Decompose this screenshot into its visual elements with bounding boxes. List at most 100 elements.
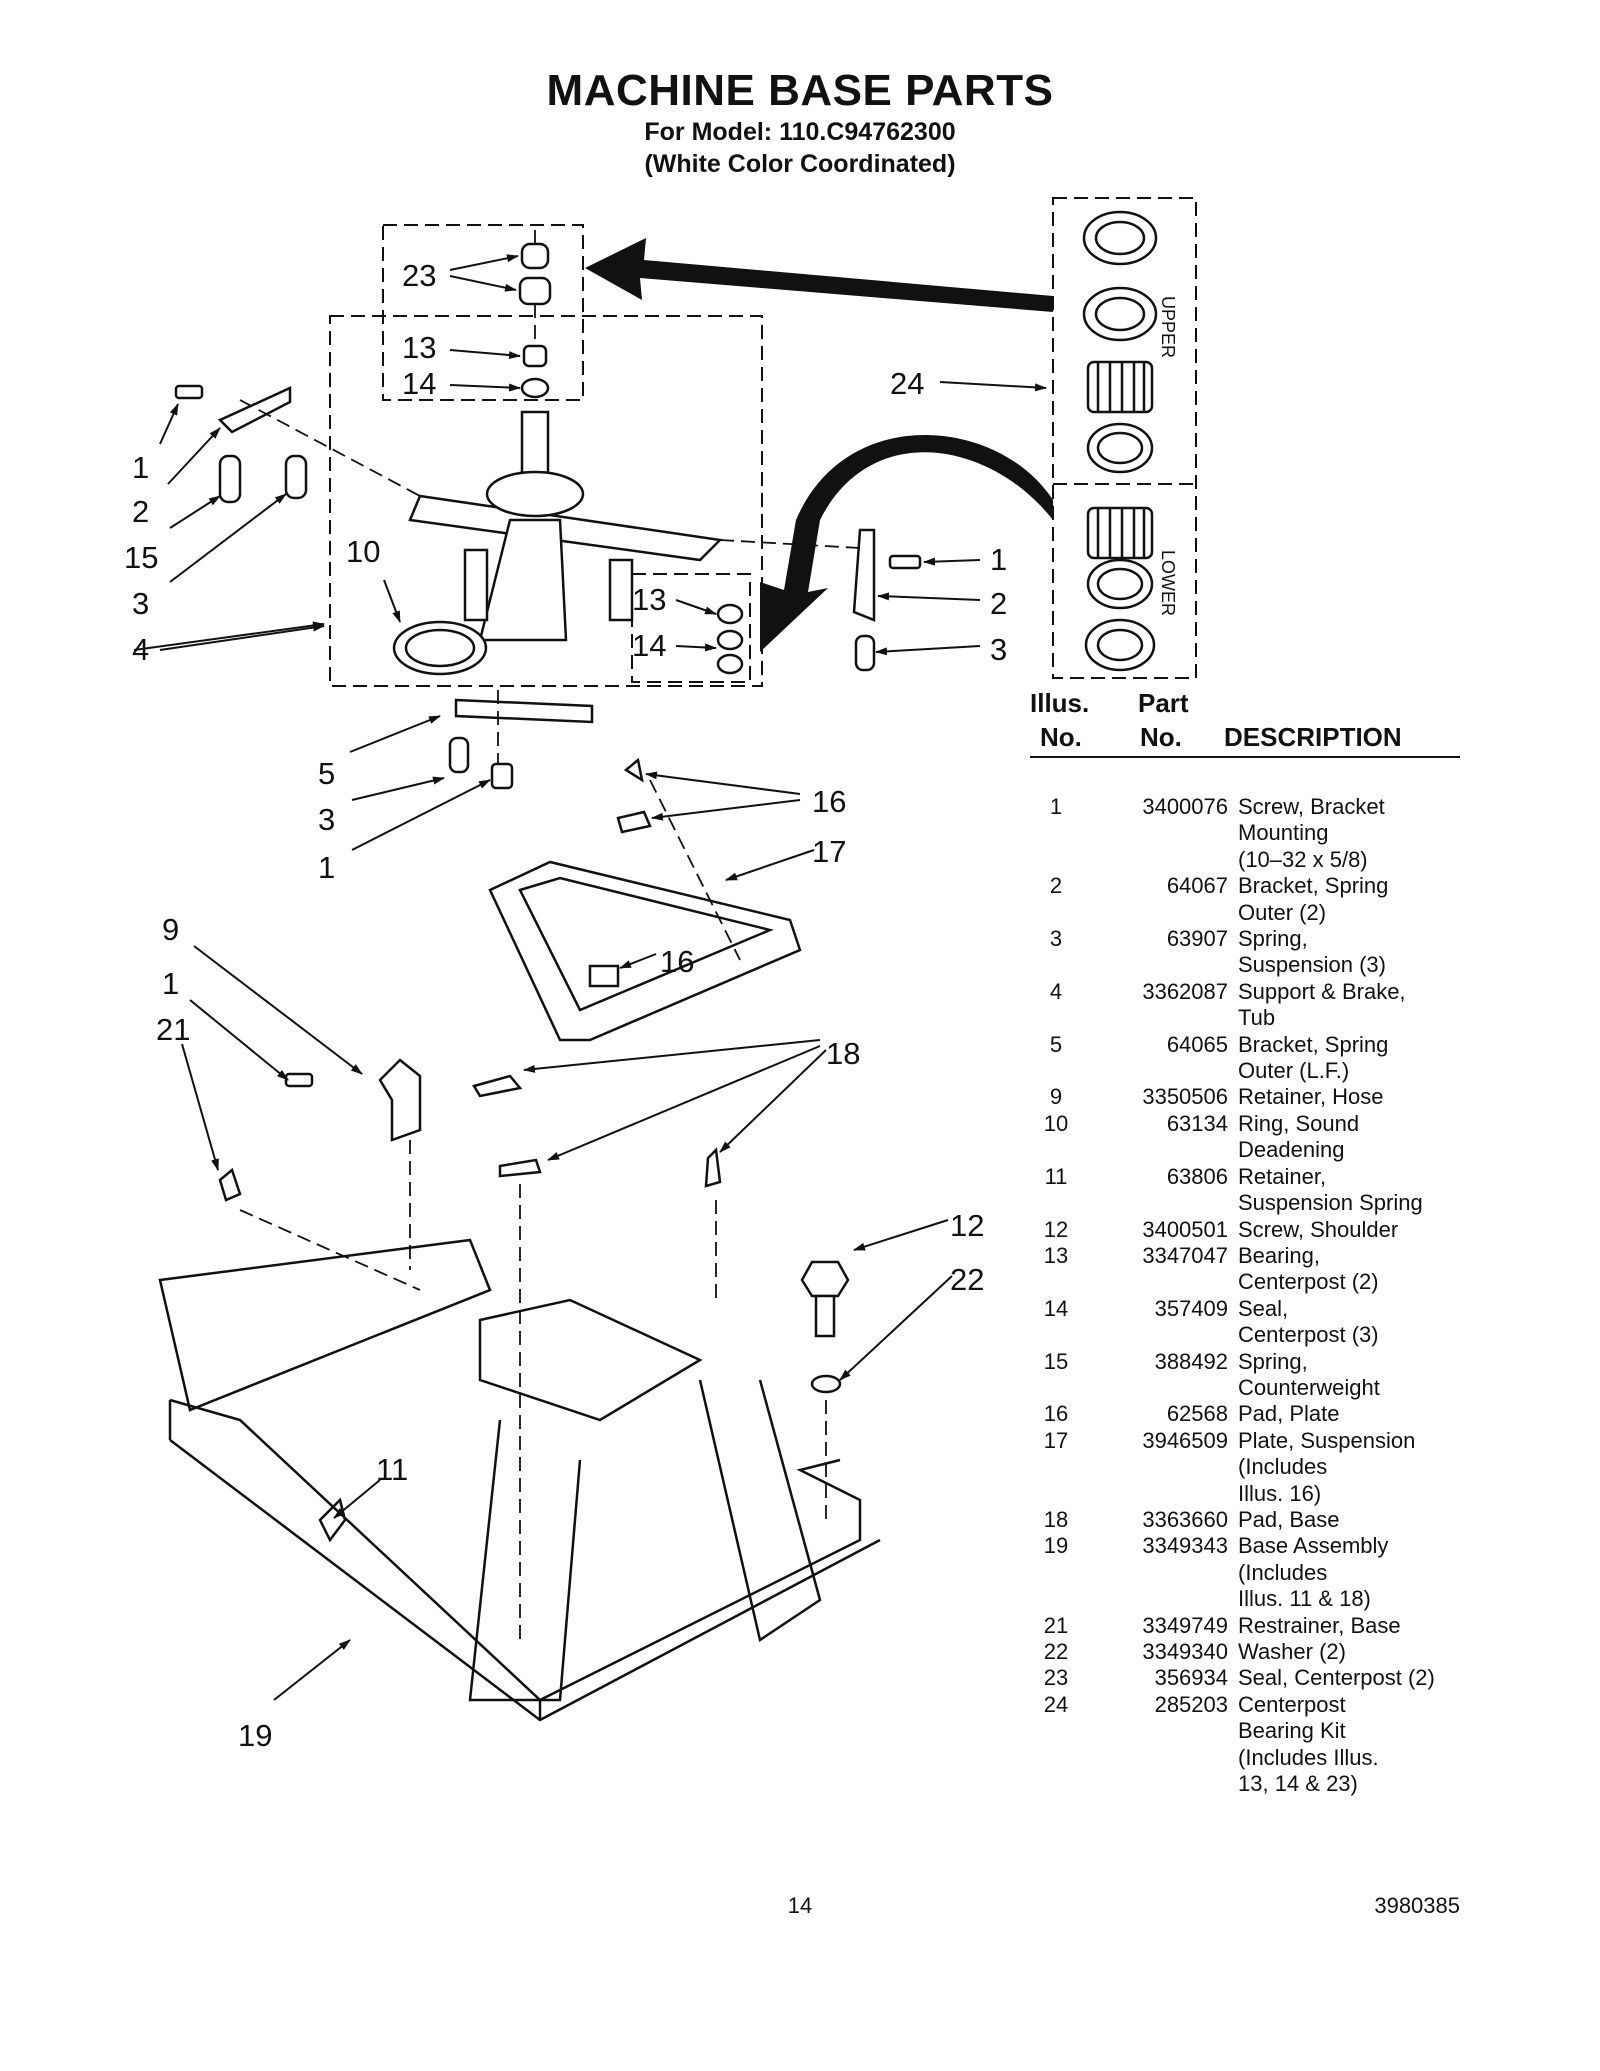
table-row: 4 3362087 Support & Brake, Tub <box>1030 979 1460 1032</box>
callout-9: 9 <box>162 912 179 947</box>
table-row: 5 64065 Bracket, Spring Outer (L.F.) <box>1030 1032 1460 1085</box>
callout-23: 23 <box>402 258 436 293</box>
illus-number: 18 <box>1043 1506 1069 1532</box>
header-part-2: No. <box>1140 722 1182 752</box>
table-row: 24 285203 Centerpost Bearing Kit (Includes… <box>1030 1692 1460 1798</box>
illus-number: 24 <box>1043 1691 1069 1717</box>
table-header: Illus. No. Part No. DESCRIPTION <box>1030 688 1460 758</box>
illus-number: 21 <box>1043 1612 1069 1638</box>
part-description: Centerpost Bearing Kit (Includes Illus. … <box>1238 1691 1379 1797</box>
illus-number: 15 <box>1043 1348 1069 1374</box>
illus-number: 22 <box>1043 1639 1069 1664</box>
part-description: Retainer, Hose <box>1238 1084 1384 1110</box>
part-description: Spring, Counterweight <box>1238 1348 1380 1400</box>
alignment-lines <box>239 230 861 1640</box>
header-illus-2: No. <box>1040 722 1082 752</box>
callout-1-mid: 1 <box>318 850 335 885</box>
part-number: 3400501 <box>1142 1216 1228 1242</box>
callout-19: 19 <box>238 1718 272 1753</box>
part-number: 3363660 <box>1142 1506 1228 1532</box>
suspension-plate <box>488 757 802 1042</box>
part-description: Screw, Shoulder <box>1238 1216 1399 1242</box>
part-number: 3349343 <box>1142 1533 1228 1559</box>
part-description: Ring, Sound Deadening <box>1238 1110 1360 1163</box>
table-row: 11 63806 Retainer, Suspension Spring <box>1030 1164 1460 1217</box>
part-number: 63907 <box>1166 926 1228 952</box>
illus-number: 4 <box>1049 978 1063 1004</box>
illus-number: 9 <box>1049 1084 1063 1110</box>
illus-number: 11 <box>1044 1163 1068 1189</box>
illus-number: 19 <box>1043 1533 1069 1559</box>
table-row: 16 62568 Pad, Plate <box>1030 1401 1460 1427</box>
part-number: 63806 <box>1166 1163 1228 1189</box>
part-description: Seal, Centerpost (3) <box>1238 1295 1379 1348</box>
part-number: 62568 <box>1166 1401 1228 1427</box>
callout-13-lower: 13 <box>632 582 666 617</box>
callout-1-left: 1 <box>132 450 149 485</box>
part-number: 64065 <box>1166 1031 1228 1057</box>
shoulder-screw-washer <box>800 1260 850 1394</box>
part-number: 64067 <box>1166 873 1228 899</box>
part-description: Support & Brake, Tub <box>1238 978 1406 1031</box>
leader-arrows <box>133 254 1047 1701</box>
part-number: 3350506 <box>1142 1084 1228 1110</box>
upper-kit-arrow <box>585 238 1053 312</box>
lower-kit-arrow <box>760 434 1053 652</box>
part-number: 3400076 <box>1142 794 1228 819</box>
kit-arrows <box>585 238 1053 652</box>
part-description: Pad, Base <box>1238 1506 1340 1532</box>
part-description: Seal, Centerpost (2) <box>1238 1665 1435 1691</box>
part-description: Retainer, Suspension Spring <box>1238 1163 1423 1216</box>
callout-12: 12 <box>950 1208 984 1243</box>
table-row: 22 3349340 Washer (2) <box>1030 1639 1460 1665</box>
callout-3-left: 3 <box>132 586 149 621</box>
header-illus-1: Illus. <box>1030 688 1090 718</box>
part-number: 3349340 <box>1142 1639 1228 1664</box>
callout-15: 15 <box>124 540 158 575</box>
callout-2-right: 2 <box>990 586 1007 621</box>
callout-10: 10 <box>346 534 380 569</box>
part-description: Washer (2) <box>1238 1639 1346 1664</box>
illus-number: 2 <box>1049 873 1063 899</box>
illus-number: 23 <box>1043 1665 1069 1691</box>
callout-numbers: 23 13 14 24 1 2 15 3 4 10 13 14 1 2 3 5 … <box>124 258 1007 1753</box>
part-description: Restrainer, Base <box>1238 1612 1401 1638</box>
dashed-group-boxes <box>329 197 1197 687</box>
part-description: Pad, Plate <box>1238 1401 1340 1427</box>
bearing-kit-box <box>1052 197 1197 679</box>
color-subtitle: (White Color Coordinated) <box>644 150 956 178</box>
centerpost-seals <box>518 242 744 675</box>
illus-number: 10 <box>1043 1110 1069 1136</box>
callout-2-left: 2 <box>132 494 149 529</box>
brackets-springs-screws <box>174 384 922 1088</box>
table-row: 15 388492 Spring, Counterweight <box>1030 1349 1460 1402</box>
part-number: 285203 <box>1154 1691 1228 1717</box>
illus-number: 16 <box>1043 1401 1069 1427</box>
part-number: 3362087 <box>1142 978 1228 1004</box>
table-row: 9 3350506 Retainer, Hose <box>1030 1084 1460 1110</box>
seal-box-top <box>382 224 584 401</box>
part-number: 356934 <box>1154 1665 1228 1691</box>
callout-24: 24 <box>890 366 924 401</box>
part-description: Bracket, Spring Outer (2) <box>1238 873 1389 925</box>
illus-number: 5 <box>1049 1031 1063 1057</box>
callout-16-plate: 16 <box>660 944 694 979</box>
callout-3-right: 3 <box>990 632 1007 667</box>
part-description: Bracket, Spring Outer (L.F.) <box>1238 1031 1389 1084</box>
callout-4: 4 <box>132 632 149 667</box>
part-number: 388492 <box>1154 1348 1228 1374</box>
part-number: 3347047 <box>1142 1242 1228 1268</box>
part-number: 3349749 <box>1142 1612 1228 1638</box>
callout-13-top: 13 <box>402 330 436 365</box>
table-row: 21 3349749 Restrainer, Base <box>1030 1613 1460 1639</box>
callout-11: 11 <box>376 1452 408 1487</box>
callout-18: 18 <box>826 1036 860 1071</box>
support-brake-hub <box>392 410 723 676</box>
model-subtitle: For Model: 110.C94762300 <box>644 118 956 146</box>
